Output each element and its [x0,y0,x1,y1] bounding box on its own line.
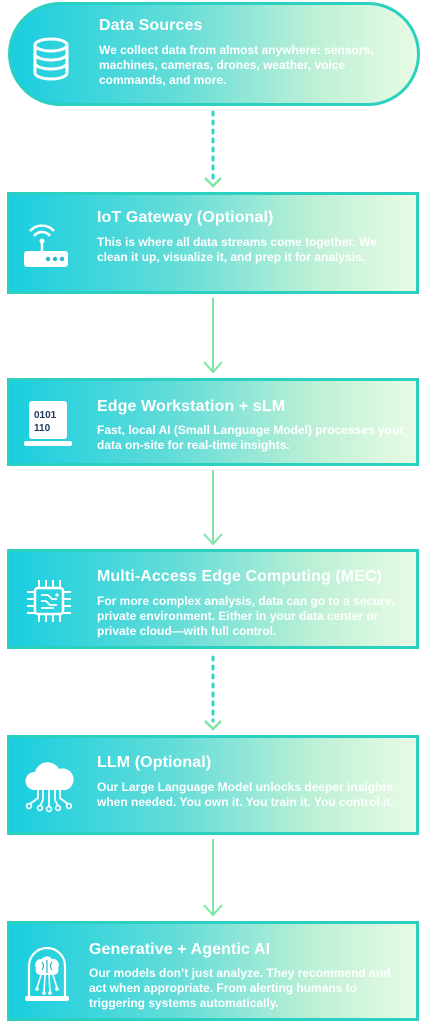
step-description: Fast, local AI (Small Language Model) pr… [97,423,404,452]
step-description: Our models don’t just analyze. They reco… [89,966,391,1010]
step-title: IoT Gateway (Optional) [97,209,274,226]
step-title: Generative + Agentic AI [89,941,271,958]
chip-icon [24,576,74,631]
step-mec: Multi-Access Edge Computing (MEC) For mo… [7,549,419,649]
step-title: LLM (Optional) [97,754,212,771]
step-description: Our Large Language Model unlocks deeper … [97,780,394,809]
step-generative-agentic-ai: Generative + Agentic AI Our models don’t… [7,921,419,1021]
step-description: For more complex analysis, data can go t… [97,594,396,638]
connector-arrow [201,108,225,190]
step-llm: LLM (Optional) Our Large Language Model … [7,735,419,835]
step-title: Multi-Access Edge Computing (MEC) [97,568,383,585]
laptop-binary-icon: 0101 110 [24,399,72,454]
connector-arrow [201,296,225,376]
step-data-sources: Data Sources We collect data from almost… [8,2,420,106]
step-description: We collect data from almost anywhere: se… [99,43,374,87]
connector-arrow [201,651,225,733]
step-title: Edge Workstation + sLM [97,398,286,415]
step-title: Data Sources [99,17,203,34]
router-icon [20,219,72,276]
database-icon [31,37,71,86]
connector-arrow [201,468,225,548]
step-iot-gateway: IoT Gateway (Optional) This is where all… [7,192,419,294]
icon-binary-line-1: 0101 [34,410,57,421]
icon-binary-line-2: 110 [34,423,51,434]
step-edge-workstation: 0101 110 Edge Workstation + sLM Fast, lo… [7,378,419,466]
cloud-network-icon [22,758,76,819]
step-description: This is where all data streams come toge… [97,235,377,264]
brain-dome-icon [22,942,72,1009]
connector-arrow [201,837,225,919]
